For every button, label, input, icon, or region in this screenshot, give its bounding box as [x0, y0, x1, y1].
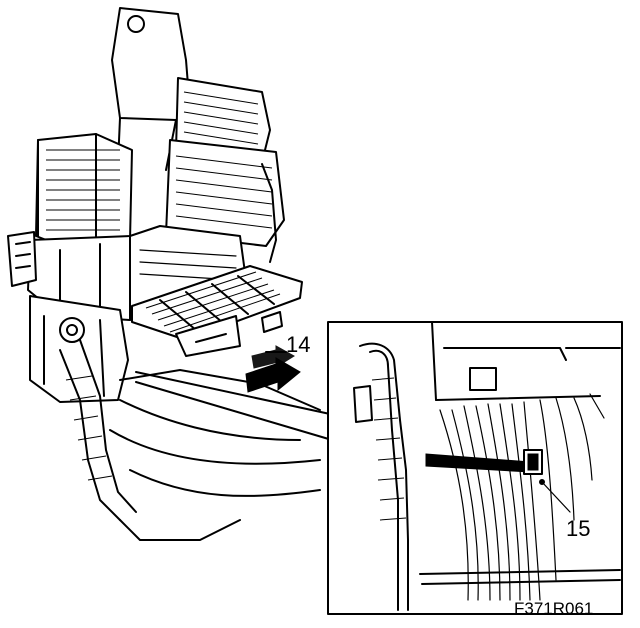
connector-14 [131, 265, 303, 357]
inset-detail [327, 321, 623, 615]
figure-code: F371R061 [514, 599, 593, 618]
leader-line-upper [135, 371, 331, 415]
callout-15-dot [539, 479, 545, 485]
relay-box-assembly [7, 7, 321, 541]
callout-15-label: 15 [566, 516, 590, 541]
callout-14-label: 14 [286, 332, 310, 357]
leader-line-lower [135, 381, 333, 441]
callout-15-leader [541, 481, 571, 513]
